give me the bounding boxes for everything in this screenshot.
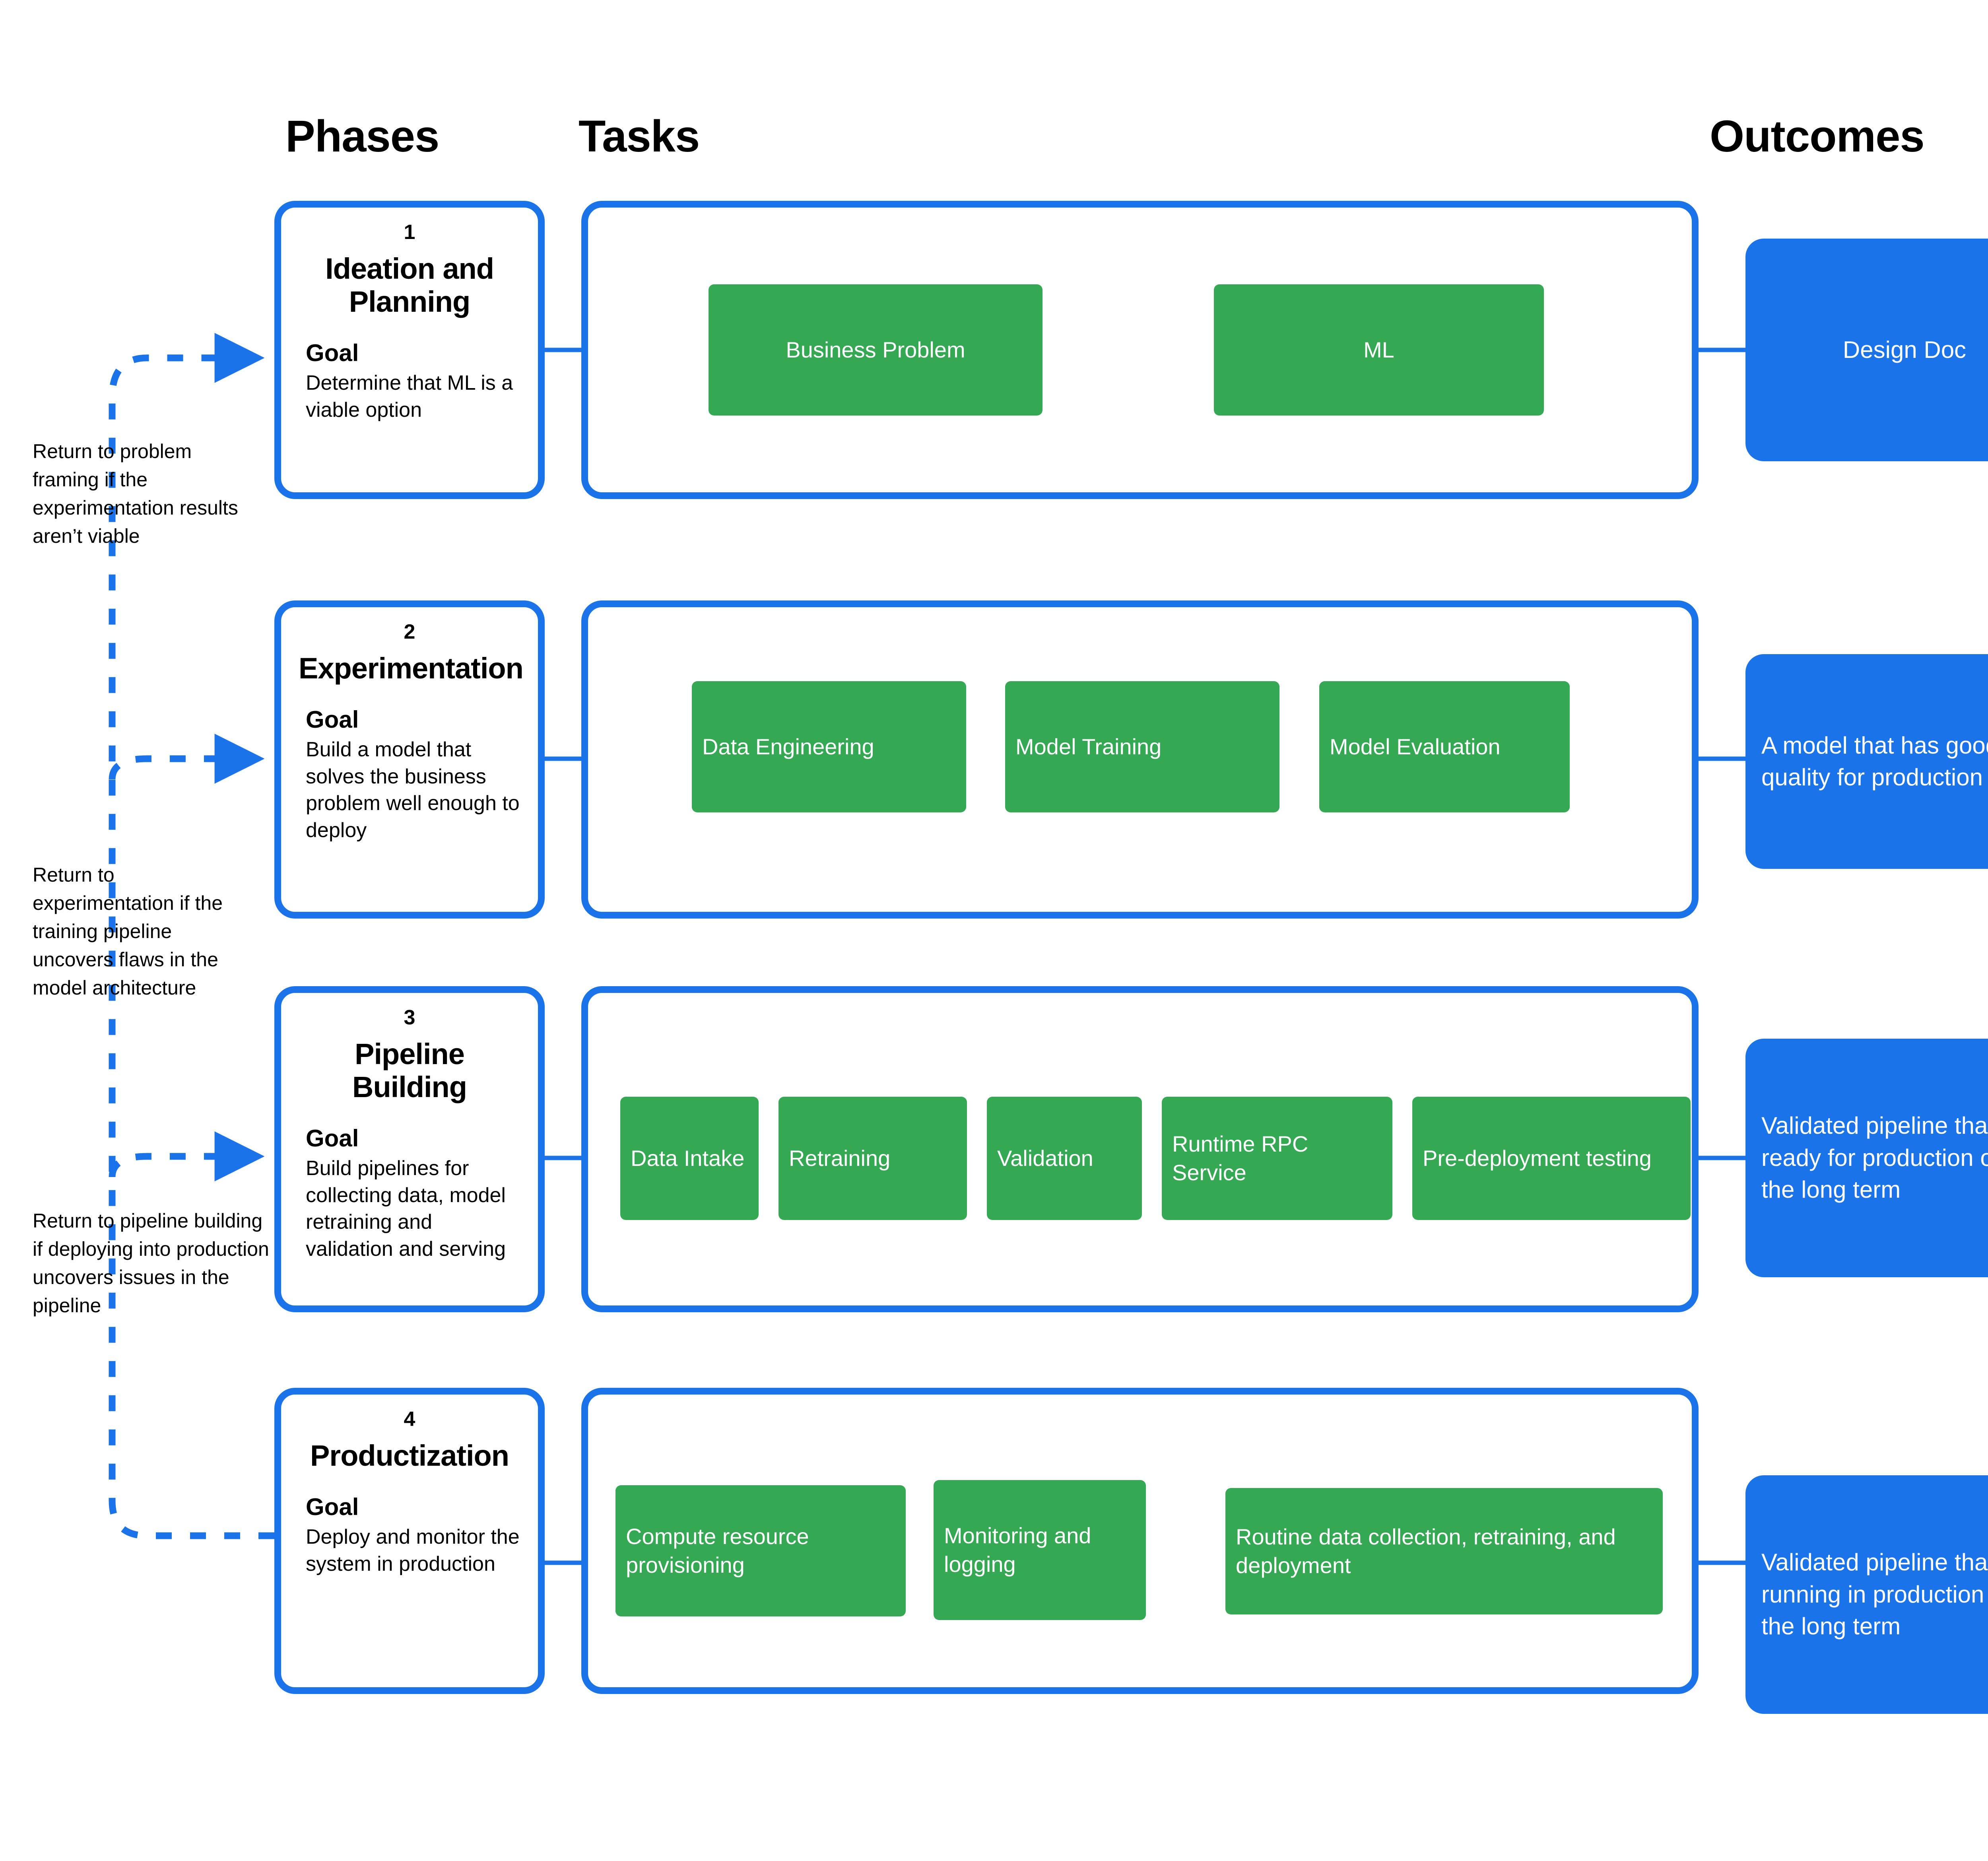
goal-text: Deploy and monitor the system in product… xyxy=(306,1525,520,1575)
column-header-outcomes: Outcomes xyxy=(1710,111,1925,161)
goal-label: Goal xyxy=(306,1125,359,1152)
phase-number: 1 xyxy=(404,221,415,244)
column-header-phases: Phases xyxy=(285,111,439,161)
phase-card-1[interactable]: 1 Ideation and Planning Goal Determine t… xyxy=(274,201,545,499)
task-box-routine-data-collection[interactable]: Routine data collection, retraining, and… xyxy=(1225,1488,1663,1614)
task-label: Validation xyxy=(997,1146,1093,1171)
return-note-2: Return to experimentation if the trainin… xyxy=(33,864,223,999)
task-label: Business Problem xyxy=(786,337,965,363)
column-header-tasks: Tasks xyxy=(579,111,700,161)
outcome-box-3[interactable]: Validated pipeline that’s ready for prod… xyxy=(1745,1039,1988,1277)
goal-label: Goal xyxy=(306,706,359,733)
task-box-data-intake[interactable]: Data Intake xyxy=(620,1097,759,1220)
outcome-label: Validated pipeline that’s ready for prod… xyxy=(1761,1112,1988,1203)
phase-goal: Goal Deploy and monitor the system in pr… xyxy=(299,1493,520,1577)
task-box-model-evaluation[interactable]: Model Evaluation xyxy=(1319,681,1570,812)
phase-number: 4 xyxy=(404,1408,415,1431)
task-label: Compute resource provisioning xyxy=(626,1524,809,1577)
task-label: Model Evaluation xyxy=(1330,734,1501,760)
phase-goal: Goal Build a model that solves the busin… xyxy=(299,706,520,844)
task-label: Runtime RPC Service xyxy=(1172,1131,1309,1185)
task-box-retraining[interactable]: Retraining xyxy=(779,1097,967,1220)
task-box-model-training[interactable]: Model Training xyxy=(1005,681,1279,812)
task-box-pre-deployment-testing[interactable]: Pre-deployment testing xyxy=(1412,1097,1691,1220)
task-label: Data Intake xyxy=(631,1146,745,1171)
phase-title: Ideation and Planning xyxy=(325,252,494,319)
goal-label: Goal xyxy=(306,339,359,366)
outcome-label: A model that has good quality for produc… xyxy=(1761,732,1988,791)
goal-label: Goal xyxy=(306,1494,359,1521)
phase-goal: Goal Determine that ML is a viable optio… xyxy=(299,339,520,423)
phase-number: 3 xyxy=(404,1006,415,1029)
return-note-3: Return to pipeline building if deploying… xyxy=(33,1210,269,1317)
task-box-compute-resource-provisioning[interactable]: Compute resource provisioning xyxy=(615,1485,906,1616)
phase-title: Productization xyxy=(310,1439,509,1472)
phase-card-3[interactable]: 3 Pipeline Building Goal Build pipelines… xyxy=(274,986,545,1312)
outcome-box-4[interactable]: Validated pipeline that’s running in pro… xyxy=(1745,1475,1988,1714)
outcome-label: Design Doc xyxy=(1842,336,1967,363)
task-label: Data Engineering xyxy=(702,734,874,760)
phase-card-4[interactable]: 4 Productization Goal Deploy and monitor… xyxy=(274,1388,545,1694)
task-label: Pre-deployment testing xyxy=(1423,1146,1652,1171)
phase-title: Pipeline Building xyxy=(352,1037,467,1104)
goal-text: Build pipelines for collecting data, mod… xyxy=(306,1156,506,1261)
goal-text: Build a model that solves the business p… xyxy=(306,738,520,842)
phase-card-2[interactable]: 2 Experimentation Goal Build a model tha… xyxy=(274,600,545,919)
outcome-box-1[interactable]: Design Doc xyxy=(1745,239,1988,461)
phase-goal: Goal Build pipelines for collecting data… xyxy=(299,1125,520,1263)
task-label: Monitoring and logging xyxy=(944,1523,1091,1577)
task-box-data-engineering[interactable]: Data Engineering xyxy=(692,681,966,812)
outcome-label: Validated pipeline that’s running in pro… xyxy=(1761,1549,1988,1640)
phase-title: Experimentation xyxy=(299,652,524,685)
outcome-box-2[interactable]: A model that has good quality for produc… xyxy=(1745,654,1988,869)
task-label: Retraining xyxy=(789,1146,891,1171)
tasks-to-outcome-connectors xyxy=(1699,348,1745,1565)
task-box-ml[interactable]: ML xyxy=(1214,284,1544,416)
task-label: Routine data collection, retraining, and… xyxy=(1236,1524,1616,1578)
task-box-monitoring-and-logging[interactable]: Monitoring and logging xyxy=(934,1480,1146,1620)
phase-number: 2 xyxy=(404,620,415,643)
return-note-1: Return to problem framing if the experim… xyxy=(33,440,238,547)
task-label: ML xyxy=(1363,337,1394,363)
phase-to-tasks-connectors xyxy=(545,348,581,1565)
task-box-runtime-rpc-service[interactable]: Runtime RPC Service xyxy=(1162,1097,1392,1220)
task-box-business-problem[interactable]: Business Problem xyxy=(709,284,1043,416)
task-label: Model Training xyxy=(1015,734,1162,760)
goal-text: Determine that ML is a viable option xyxy=(306,371,513,422)
task-box-validation[interactable]: Validation xyxy=(987,1097,1142,1220)
